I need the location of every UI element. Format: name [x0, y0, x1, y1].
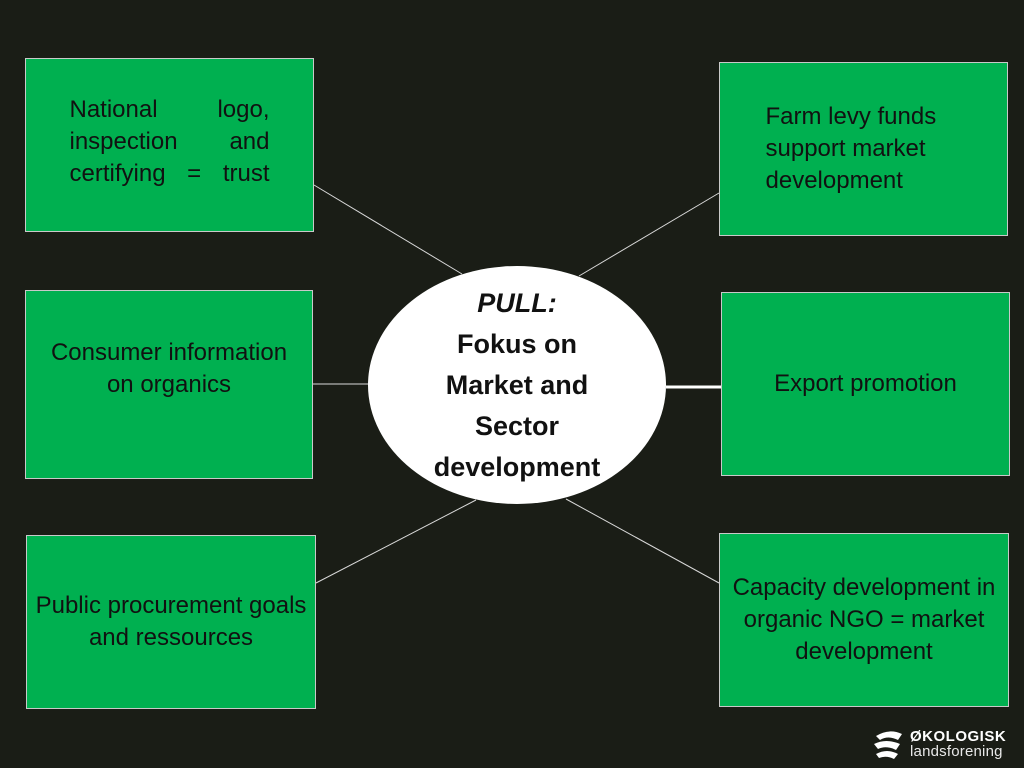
node-export-promotion-text: Export promotion: [774, 370, 957, 397]
logo-subname: landsforening: [910, 743, 1003, 760]
node-consumer-information: Consumer information on organics: [25, 290, 313, 479]
connector-bottom-right: [565, 498, 720, 584]
node-consumer-information-text: Consumer information on organics: [50, 339, 288, 398]
node-export-promotion: Export promotion: [721, 292, 1010, 476]
leaf-logo-icon: [874, 731, 902, 759]
node-national-logo-text: National logo, inspection and certifying…: [69, 96, 270, 187]
central-hub: PULL: Fokus on Market and Sector develop…: [368, 266, 666, 504]
node-public-procurement: Public procurement goals and ressources: [26, 535, 316, 709]
connector-top-right: [578, 192, 720, 277]
connector-top-left: [313, 184, 463, 275]
node-farm-levy-text: Farm levy funds support market developme…: [765, 103, 937, 194]
node-national-logo: National logo, inspection and certifying…: [25, 58, 314, 232]
connector-bottom-left: [315, 499, 477, 584]
organisation-logo: ØKOLOGISK landsforening: [872, 726, 1018, 762]
node-public-procurement-text: Public procurement goals and ressources: [35, 592, 307, 651]
node-capacity-development: Capacity development in organic NGO = ma…: [719, 533, 1009, 707]
hub-text: Fokus on Market and Sector development: [433, 329, 601, 482]
logo-name: ØKOLOGISK: [910, 728, 1007, 745]
hub-title: PULL:: [477, 288, 557, 318]
node-farm-levy: Farm levy funds support market developme…: [719, 62, 1008, 236]
node-capacity-development-text: Capacity development in organic NGO = ma…: [732, 574, 996, 665]
